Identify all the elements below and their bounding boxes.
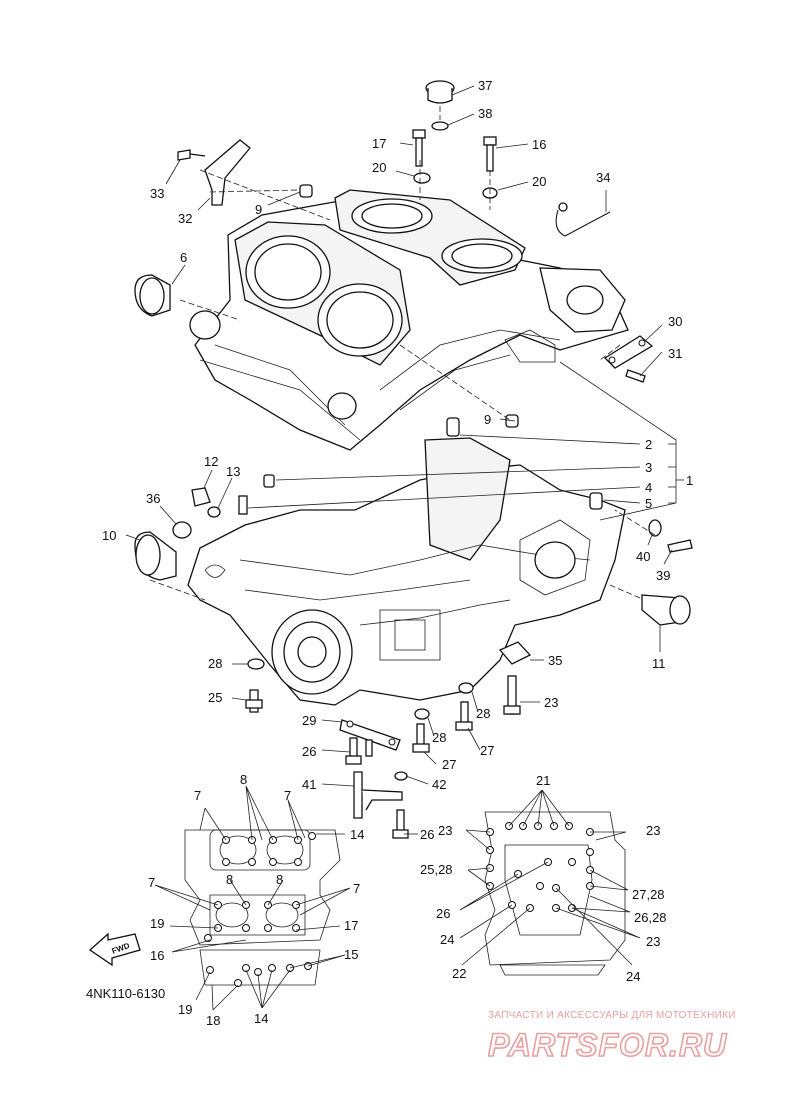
callout-40: 40 xyxy=(636,549,650,564)
callout-14: 14 xyxy=(350,827,364,842)
callout-23: 23 xyxy=(646,934,660,949)
callout-15: 15 xyxy=(344,947,358,962)
callout-26: 26 xyxy=(302,744,316,759)
callout-35: 35 xyxy=(548,653,562,668)
fwd-arrow-icon: FWD xyxy=(88,932,141,967)
callout-27: 27 xyxy=(442,757,456,772)
callout-6: 6 xyxy=(180,250,187,265)
callout-32: 32 xyxy=(178,211,192,226)
watermark-caption: ЗАПЧАСТИ И АКСЕССУАРЫ ДЛЯ МОТОТЕХНИКИ xyxy=(488,1010,736,1021)
callout-23: 23 xyxy=(646,823,660,838)
callout-17: 17 xyxy=(372,136,386,151)
callout-41: 41 xyxy=(302,777,316,792)
callout-16: 16 xyxy=(532,137,546,152)
callout-36: 36 xyxy=(146,491,160,506)
callout-9: 9 xyxy=(255,202,262,217)
watermark-logo: PARTSFOR.RU xyxy=(488,1026,727,1064)
callout-8: 8 xyxy=(226,872,233,887)
callout-11: 11 xyxy=(652,656,666,671)
callout-7: 7 xyxy=(148,875,155,890)
callout-10: 10 xyxy=(102,528,116,543)
callout-7: 7 xyxy=(194,788,201,803)
callout-24: 24 xyxy=(440,932,454,947)
callout-26: 26 xyxy=(420,827,434,842)
callout-20: 20 xyxy=(532,174,546,189)
upper-crankcase xyxy=(189,189,629,451)
leader-lines xyxy=(125,85,684,835)
callout-38: 38 xyxy=(478,106,492,121)
callout-29: 29 xyxy=(302,713,316,728)
callout-labels: 37 38 17 16 20 20 34 33 32 9 6 30 31 9 2… xyxy=(102,78,693,1028)
callout-39: 39 xyxy=(656,568,670,583)
callout-14: 14 xyxy=(254,1011,268,1026)
callout-9: 9 xyxy=(484,412,491,427)
lower-bolt-pattern xyxy=(459,789,641,976)
callout-20: 20 xyxy=(372,160,386,175)
callout-37: 37 xyxy=(478,78,492,93)
callout-2: 2 xyxy=(645,437,652,452)
callout-23: 23 xyxy=(438,823,452,838)
callout-17: 17 xyxy=(344,918,358,933)
callout-13: 13 xyxy=(226,464,240,479)
callout-26-28: 26,28 xyxy=(634,910,667,925)
diagram-code: 4NK110-6130 xyxy=(86,986,165,1001)
callout-19: 19 xyxy=(150,916,164,931)
callout-34: 34 xyxy=(596,170,610,185)
upper-bolt-pattern xyxy=(154,785,351,1011)
watermark-logo-text: PARTSFOR.RU xyxy=(488,1027,727,1063)
callout-8: 8 xyxy=(240,772,247,787)
callout-7: 7 xyxy=(353,881,360,896)
callout-7: 7 xyxy=(284,788,291,803)
callout-22: 22 xyxy=(452,966,466,981)
callout-28: 28 xyxy=(476,706,490,721)
callout-4: 4 xyxy=(645,480,652,495)
callout-28: 28 xyxy=(432,730,446,745)
callout-31: 31 xyxy=(668,346,682,361)
callout-19: 19 xyxy=(178,1002,192,1017)
callout-5: 5 xyxy=(645,496,652,511)
callout-21: 21 xyxy=(536,773,550,788)
callout-27: 27 xyxy=(480,743,494,758)
callout-23: 23 xyxy=(544,695,558,710)
callout-24: 24 xyxy=(626,969,640,984)
callout-12: 12 xyxy=(204,454,218,469)
callout-3: 3 xyxy=(645,460,652,475)
callout-30: 30 xyxy=(668,314,682,329)
callout-42: 42 xyxy=(432,777,446,792)
callout-33: 33 xyxy=(150,186,164,201)
callout-25: 25 xyxy=(208,690,222,705)
small-parts xyxy=(134,80,693,839)
callout-25-28: 25,28 xyxy=(420,862,453,877)
callout-1: 1 xyxy=(686,473,693,488)
callout-28: 28 xyxy=(208,656,222,671)
lower-crankcase xyxy=(187,437,626,706)
callout-27-28: 27,28 xyxy=(632,887,665,902)
callout-8: 8 xyxy=(276,872,283,887)
callout-18: 18 xyxy=(206,1013,220,1028)
callout-16: 16 xyxy=(150,948,164,963)
callout-26: 26 xyxy=(436,906,450,921)
